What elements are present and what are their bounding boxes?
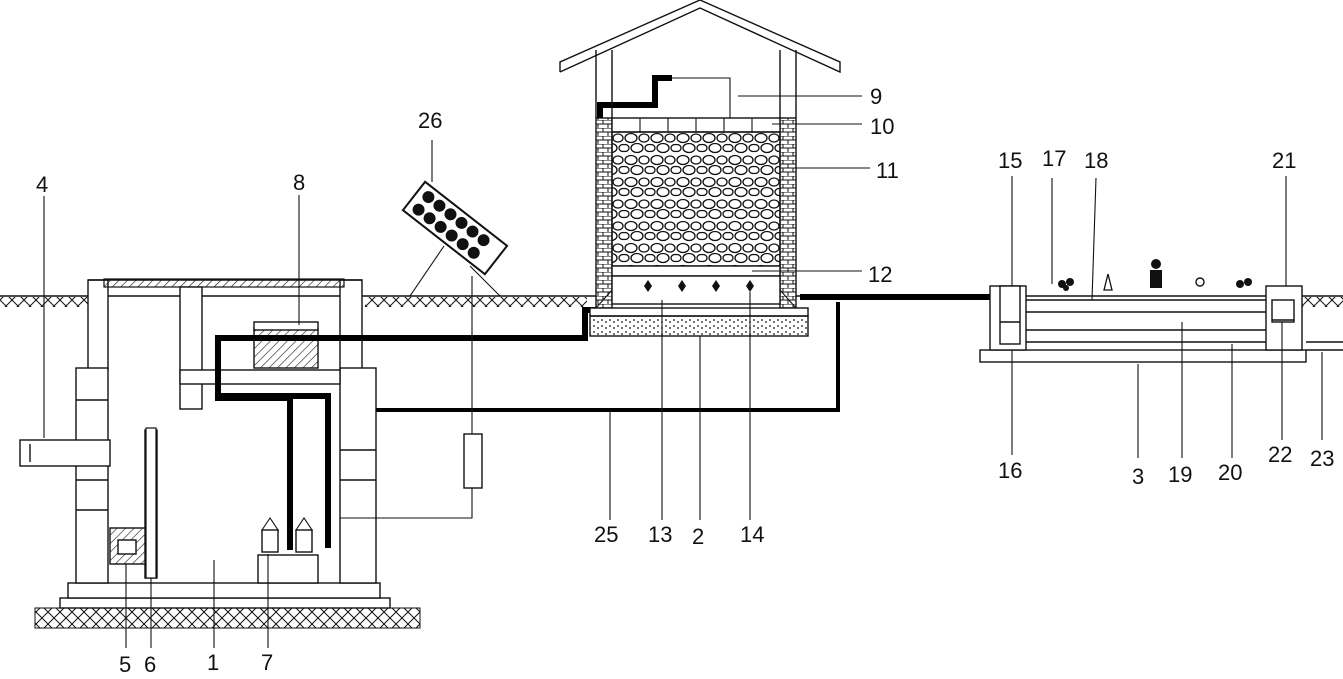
label-6: 6 [144,652,156,677]
label-17: 17 [1042,146,1066,171]
label-7: 7 [261,650,273,675]
label-11: 11 [876,158,899,183]
pipeline [215,75,990,550]
left-foundation [34,582,421,629]
constructed-wetland [979,259,1343,363]
septic-tank [75,278,377,584]
label-13: 13 [648,522,672,547]
label-16: 16 [998,458,1022,483]
label-8: 8 [293,170,305,195]
inlet-pipe [19,439,111,467]
distribution-box [253,327,319,369]
label-9: 9 [870,84,882,109]
label-1: 1 [207,650,219,675]
label-19: 19 [1168,462,1192,487]
label-5: 5 [119,652,131,677]
label-22: 22 [1268,442,1292,467]
solar-panel [340,180,509,519]
label-2: 2 [692,524,704,549]
label-20: 20 [1218,460,1242,485]
callout-labels: 4 8 26 9 10 11 12 15 17 18 21 16 3 19 20… [36,84,1334,677]
label-25: 25 [594,522,618,547]
label-21: 21 [1272,148,1296,173]
label-10: 10 [870,114,894,139]
label-26: 26 [418,108,442,133]
label-12: 12 [868,262,892,287]
label-23: 23 [1310,446,1334,471]
leader-lines [43,95,1323,648]
label-14: 14 [740,522,764,547]
sludge-box-inner [117,539,137,555]
biofilter-house [559,0,841,337]
label-15: 15 [998,148,1022,173]
label-4: 4 [36,172,48,197]
distribution-box-lid [253,321,319,331]
label-3: 3 [1132,464,1144,489]
label-18: 18 [1084,148,1108,173]
baffle-plate [145,427,157,579]
